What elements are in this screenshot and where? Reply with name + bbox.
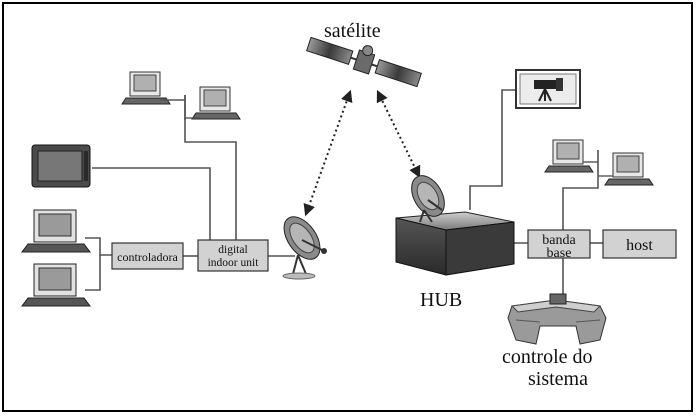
indoor-unit-label: indoor unit xyxy=(208,257,260,269)
computer-icon xyxy=(191,86,241,120)
satellite-links xyxy=(303,89,421,217)
control-console-icon xyxy=(507,293,607,345)
baseband-label-line2: base xyxy=(547,246,572,261)
hub-label: HUB xyxy=(420,289,462,311)
host-label: host xyxy=(626,237,653,254)
computer-icon xyxy=(121,71,171,105)
satellite-dish-icon xyxy=(282,216,327,280)
hub-station-icon xyxy=(395,175,515,276)
uplink-arrow-left xyxy=(303,89,353,217)
computer-icon xyxy=(604,152,654,186)
camera-box xyxy=(515,69,581,109)
digital-label: digital xyxy=(218,244,247,256)
lan-line xyxy=(583,161,613,177)
computer-icon xyxy=(544,139,594,173)
satellite-label: satélite xyxy=(324,20,381,42)
digital-indoor-unit-box: digital indoor unit xyxy=(197,239,269,272)
lan-line xyxy=(160,99,200,119)
tv-icon xyxy=(31,144,91,188)
host-box: host xyxy=(602,229,677,259)
controller-label: controladora xyxy=(117,250,178,264)
computer-icon xyxy=(21,263,91,307)
baseband-label-line1: banda xyxy=(542,233,576,248)
baseband-box: banda base xyxy=(527,229,591,261)
system-control-label-line1: controle do xyxy=(502,346,593,368)
controller-box: controladora xyxy=(111,242,184,270)
uplink-arrow-right xyxy=(376,89,421,179)
computer-icon xyxy=(21,209,91,253)
video-camera-icon xyxy=(534,78,563,102)
satellite-icon xyxy=(306,36,422,88)
system-control-label-line2: sistema xyxy=(528,368,588,390)
